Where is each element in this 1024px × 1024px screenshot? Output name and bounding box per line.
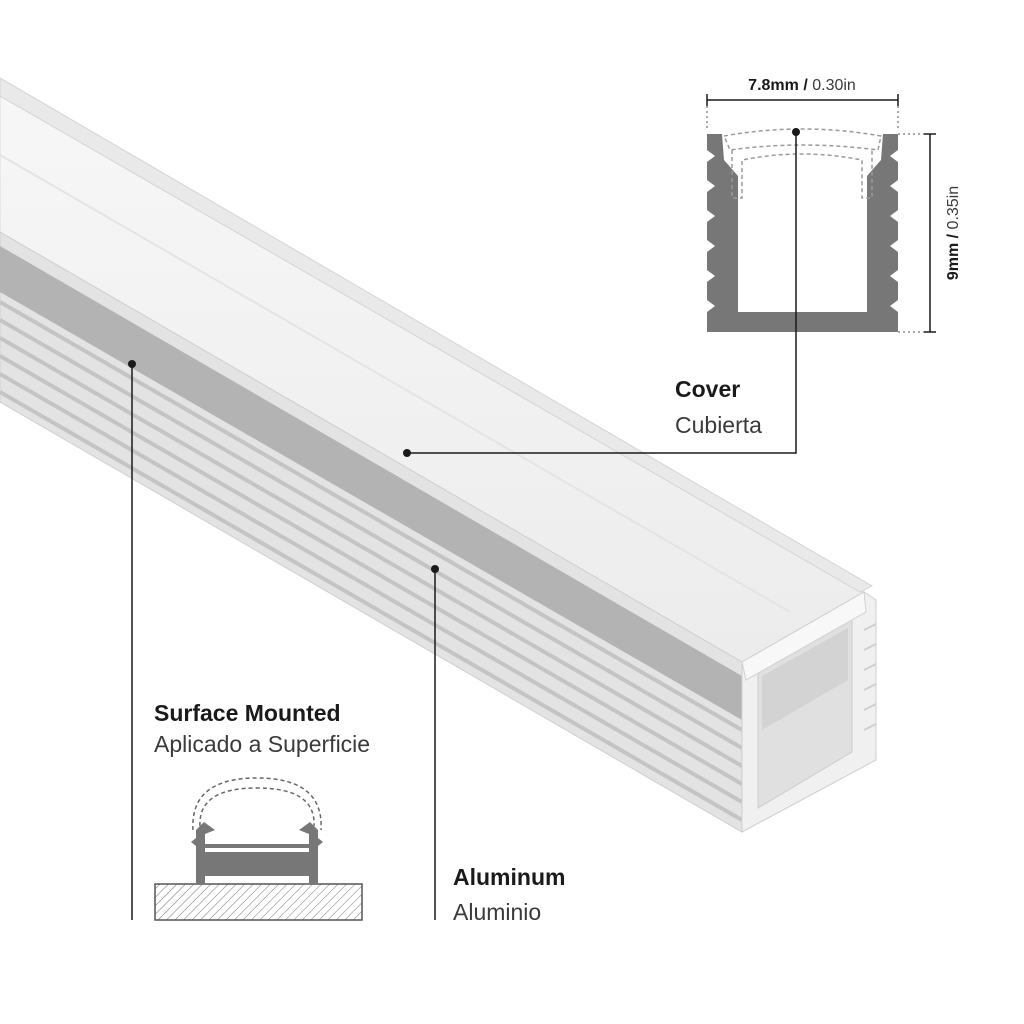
- cross-section: [706, 94, 936, 333]
- aluminum-ribs: [0, 300, 743, 822]
- cover-leader: [407, 132, 797, 454]
- surface-leader-dot: [128, 360, 136, 368]
- section-cover-dashed: [722, 128, 882, 151]
- section-profile: [707, 134, 898, 332]
- surface-mounted-subtitle: Aplicado a Superficie: [154, 731, 370, 757]
- aluminum-flat-band: [0, 246, 742, 720]
- cover-leader-dot: [403, 449, 411, 457]
- height-dimension-label: 9mm / 0.35in: [945, 186, 962, 280]
- mounting-surface: [154, 883, 363, 921]
- leader-lines: [131, 132, 797, 920]
- cover-section-dot: [792, 128, 800, 136]
- aluminum-leader-dot: [431, 565, 439, 573]
- cover-title: Cover: [675, 376, 740, 402]
- mini-cover-dashed: [192, 777, 322, 831]
- cover-subtitle: Cubierta: [675, 412, 762, 438]
- cover-rim: [0, 77, 874, 593]
- profile-end-face: [741, 591, 877, 833]
- leader-dots: [128, 128, 800, 573]
- surface-mounted-title: Surface Mounted: [154, 700, 341, 726]
- mini-profile: [191, 822, 323, 884]
- surface-mount-diagram: [154, 777, 363, 921]
- aluminum-title: Aluminum: [453, 864, 565, 890]
- cover-reflection: [0, 154, 791, 613]
- width-dimension-label: 7.8mm / 0.30in: [748, 77, 856, 94]
- aluminum-subtitle: Aluminio: [453, 899, 541, 925]
- profile-3d: [0, 77, 877, 833]
